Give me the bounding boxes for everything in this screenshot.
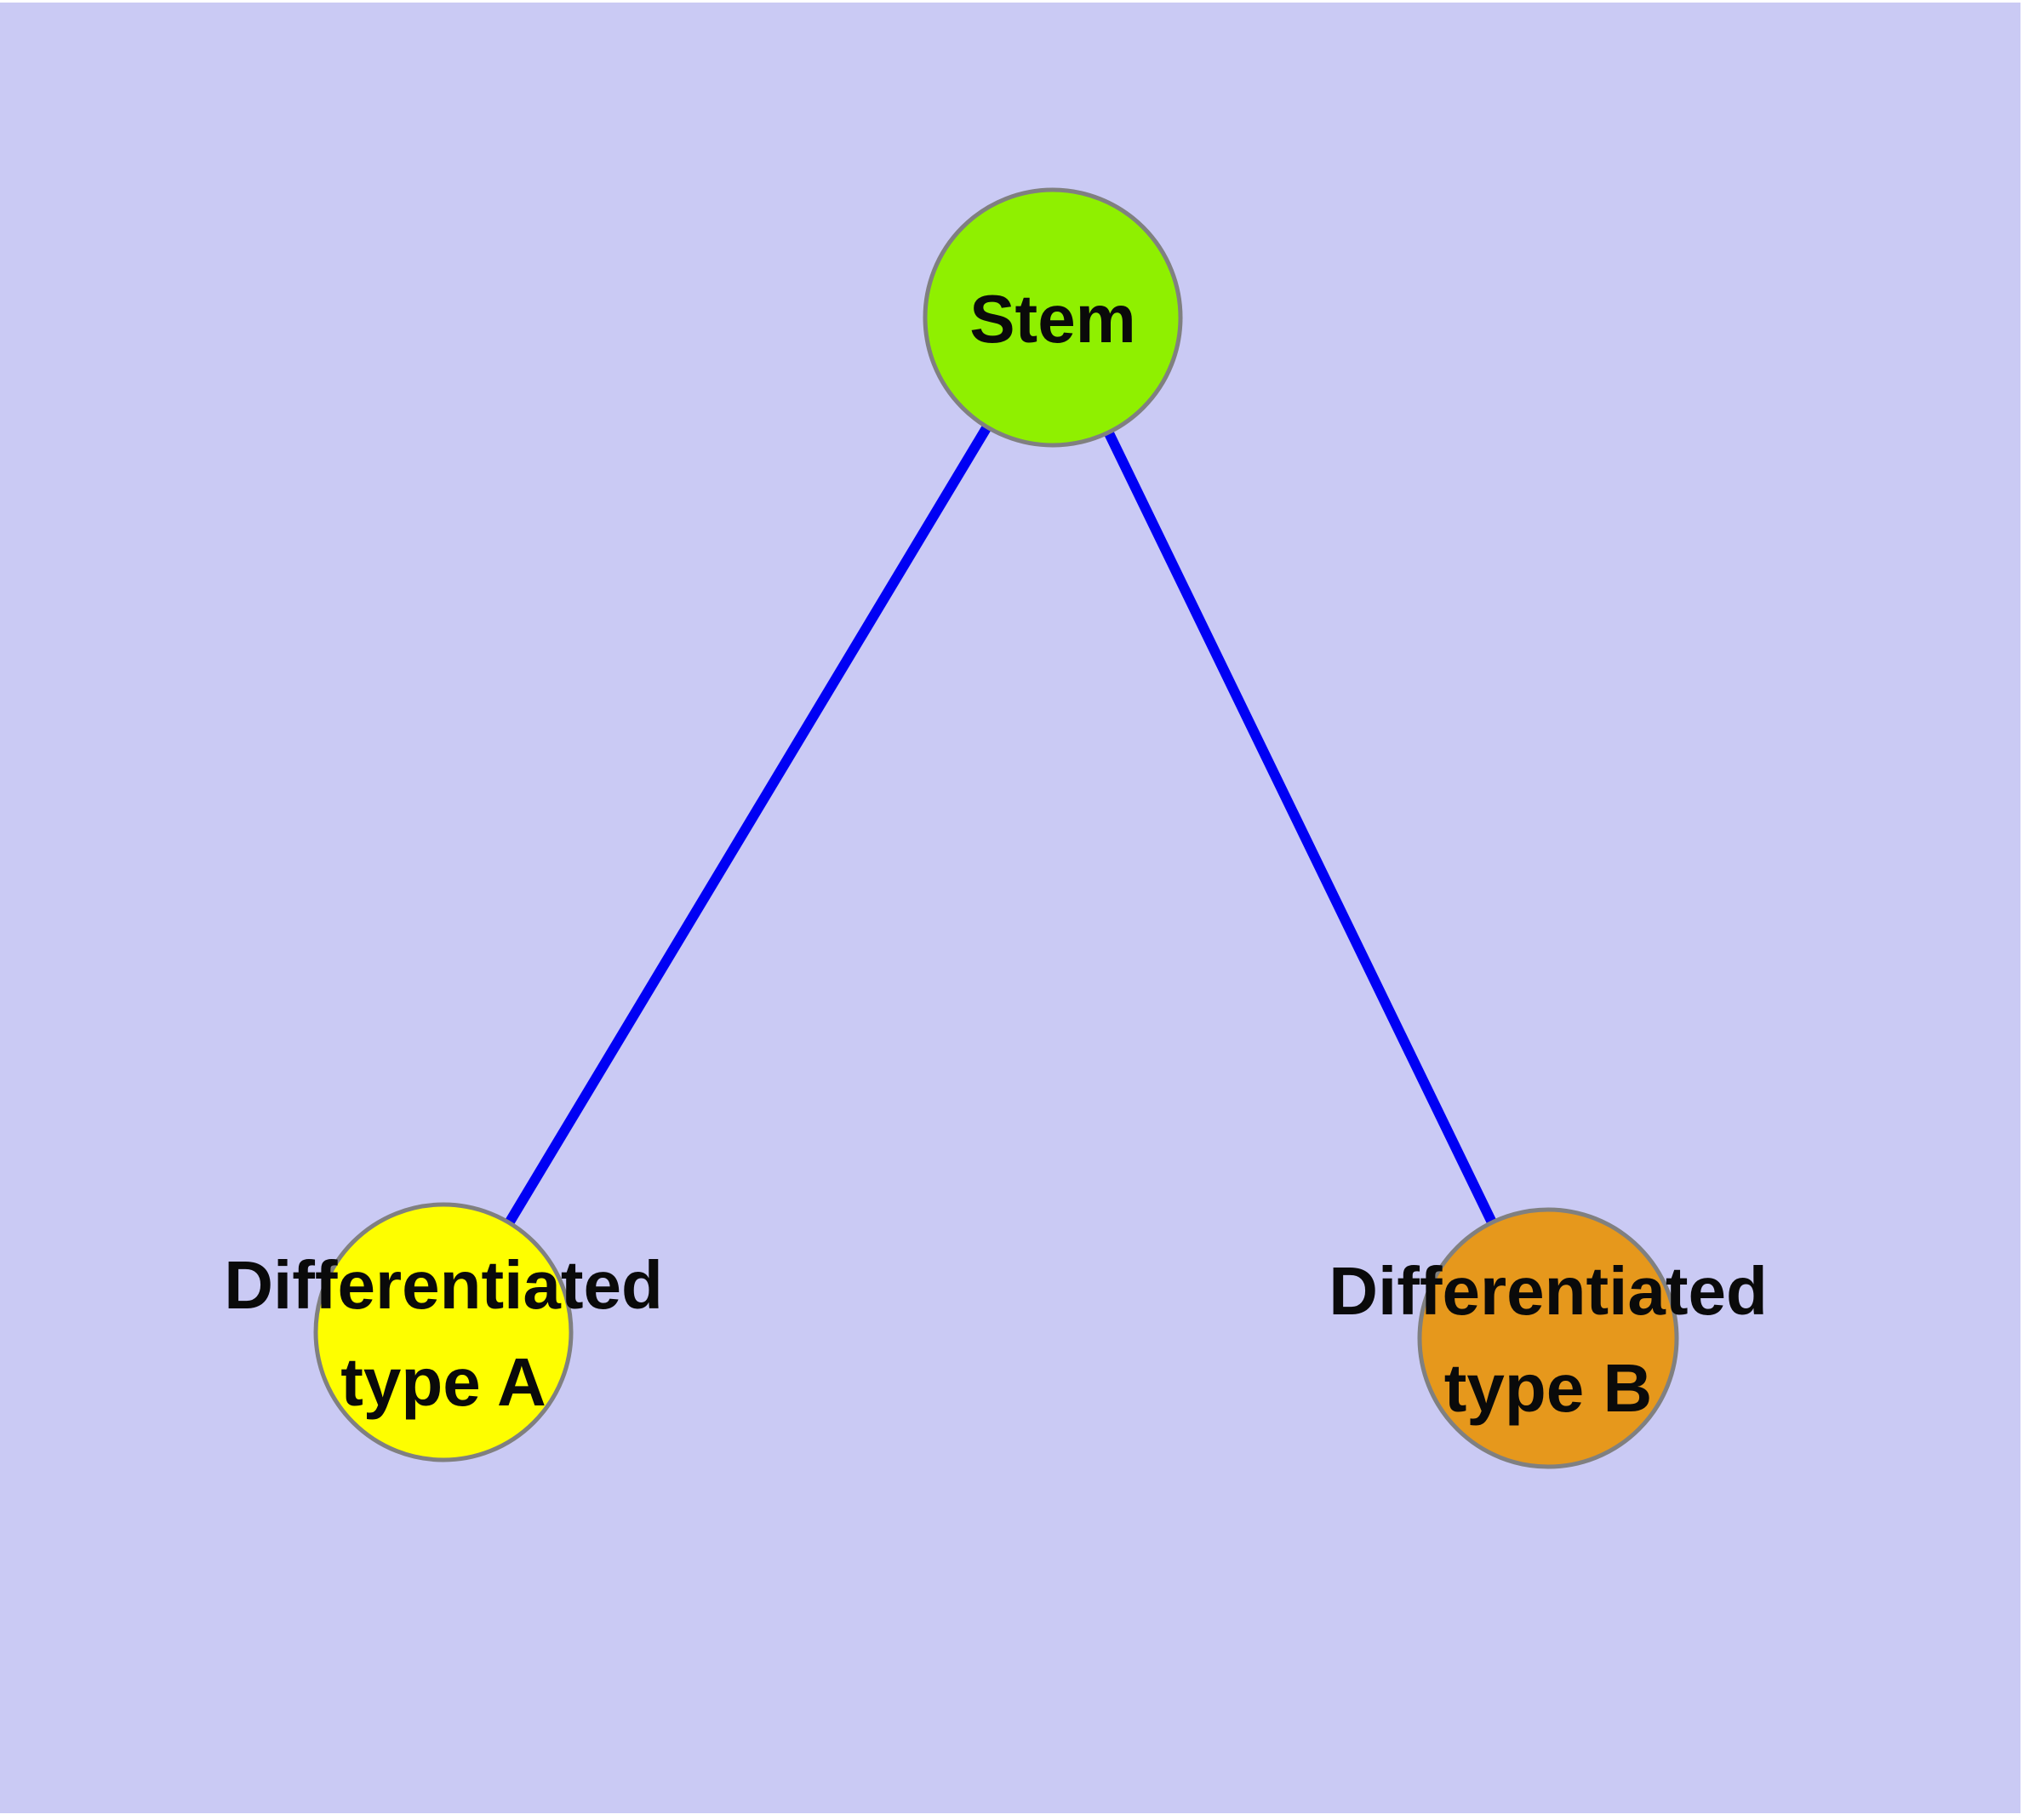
edge-stem-diff-b — [1048, 315, 1553, 1341]
node-diff-a — [313, 1202, 574, 1462]
node-stem — [923, 187, 1183, 448]
edge-stem-diff-a — [438, 314, 1058, 1336]
node-label-stem: Stem — [969, 281, 1136, 357]
node-diff-b — [1417, 1207, 1679, 1469]
